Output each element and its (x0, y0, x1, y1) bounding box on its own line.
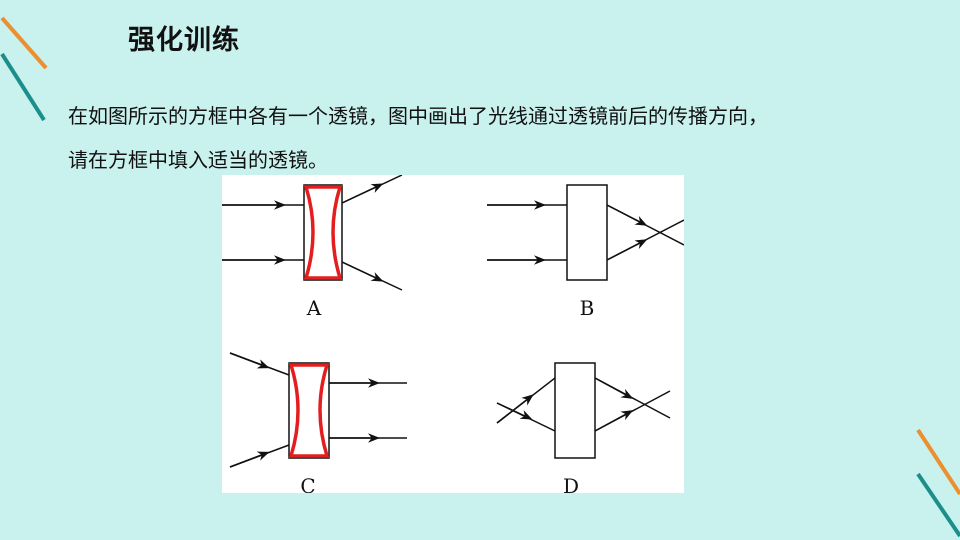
ray-a-out-bottom-arrow (341, 261, 384, 282)
question-line-2: 请在方框中填入适当的透镜。 (68, 148, 328, 172)
concave-lens-c (288, 363, 330, 458)
ray-a-out-top-arrow (341, 183, 384, 204)
top-left-teal-stripe (0, 52, 46, 122)
slide-title: 强化训练 (128, 25, 240, 56)
lens-diagram: A B C (222, 175, 684, 493)
bottom-right-teal-stripe (916, 472, 960, 538)
box-d (554, 362, 596, 459)
panel-a: A (222, 175, 403, 320)
ray-b-out-bottom-arrow (606, 239, 648, 261)
lens-diagram-svg: A B C (222, 175, 684, 493)
top-left-orange-stripe (0, 16, 48, 70)
panel-d: D (496, 362, 671, 493)
ray-c-in-bottom-arrow (229, 451, 270, 468)
ray-c-in-top-arrow (229, 352, 270, 369)
concave-lens-a (303, 185, 343, 280)
panel-a-label: A (306, 296, 322, 320)
ray-d-out-bottom-arrow (594, 410, 634, 432)
ray-b-out-top-arrow (606, 204, 648, 226)
question-text: 在如图所示的方框中各有一个透镜，图中画出了光线通过透镜前后的传播方向， 请在方框… (68, 94, 928, 182)
question-line-1: 在如图所示的方框中各有一个透镜，图中画出了光线通过透镜前后的传播方向， (68, 104, 768, 128)
panel-b: B (487, 184, 684, 320)
ray-d-in-bottom-arrow (496, 402, 533, 420)
box-b (566, 184, 608, 281)
panel-c-label: C (300, 474, 315, 493)
panel-d-label: D (563, 474, 579, 493)
ray-d-out-top-arrow (594, 377, 634, 399)
panel-c: C (229, 352, 407, 493)
bottom-right-orange-stripe (916, 428, 960, 496)
panel-b-label: B (580, 296, 595, 320)
